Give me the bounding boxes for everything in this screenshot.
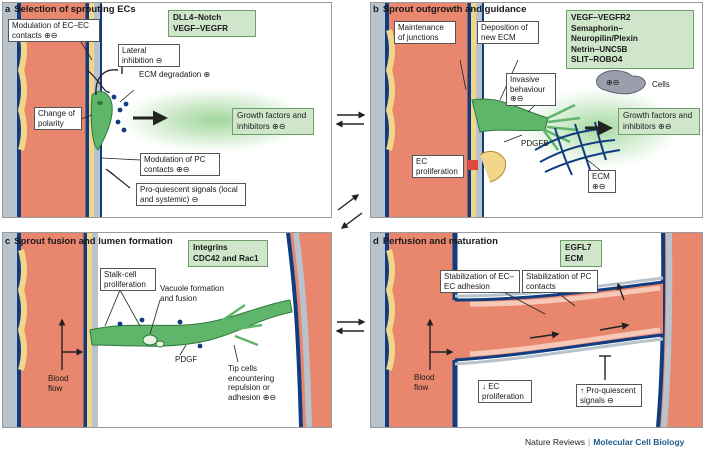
panel-d-signal-2: ECM — [565, 253, 584, 263]
label-growth-factors-a: Growth factors and inhibitors ⊕⊖ — [232, 108, 314, 135]
panel-c-signals: Integrins CDC42 and Rac1 — [188, 240, 268, 267]
transition-arrows — [335, 111, 366, 335]
footer-journal: Molecular Cell Biology — [593, 437, 685, 447]
panel-c-letter: c — [5, 236, 11, 247]
panel-a-signal-1: DLL4–Notch — [173, 13, 222, 22]
panel-a-signals: DLL4–Notch VEGF–VEGFR — [168, 10, 256, 37]
label-ecm-degradation: ECM degradation ⊕ — [139, 70, 211, 79]
label-pdgf: PDGF — [175, 355, 198, 364]
label-ec-proliferation-d: ↓ EC proliferation — [478, 380, 532, 403]
label-stab-ec: Stabilization of EC–EC adhesion — [440, 270, 520, 293]
label-change-polarity: Change of polarity — [34, 107, 82, 130]
panel-d-signals: EGFL7 ECM — [560, 240, 602, 267]
panel-b-signals: VEGF–VEGFR2 Semaphorin–Neuropilin/Plexin… — [566, 10, 694, 69]
label-blood-flow-d: Blood flow — [414, 373, 435, 392]
footer-credit: Nature Reviews|Molecular Cell Biology — [525, 437, 684, 447]
panel-a-vessel — [3, 3, 310, 217]
panel-b-signal-4: SLIT–ROBO4 — [571, 55, 623, 64]
panel-a-signal-2: VEGF–VEGFR — [173, 23, 229, 33]
panel-c-heading: Sprout fusion and lumen formation — [14, 236, 173, 247]
panel-a-heading: Selection of sprouting ECs — [14, 4, 136, 15]
panel-c-vessels — [3, 233, 331, 427]
label-lateral-inhibition: Lateral inhibition ⊖ — [118, 44, 180, 67]
footer-publisher: Nature Reviews — [525, 437, 585, 447]
label-deposition: Deposition of new ECM — [477, 21, 539, 44]
panel-b-signal-2: Semaphorin–Neuropilin/Plexin — [571, 23, 638, 44]
panel-a-letter: a — [5, 4, 11, 15]
label-stab-pc: Stabilization of PC contacts — [522, 270, 598, 293]
label-ecm-b: ECM ⊕⊖ — [588, 170, 616, 193]
panel-b-signal-3: Netrin–UNC5B — [571, 44, 628, 54]
panel-d-signal-1: EGFL7 — [565, 243, 592, 252]
label-ec-proliferation-b: EC proliferation — [412, 155, 464, 178]
panel-c-signal-2: CDC42 and Rac1 — [193, 253, 259, 263]
label-pro-quiescent-d: ↑ Pro-quiescent signals ⊖ — [576, 384, 642, 407]
label-blood-flow-c: Blood flow — [48, 374, 69, 393]
label-invasive: Invasive behaviour ⊕⊖ — [506, 73, 556, 106]
panel-d-vessels — [371, 233, 702, 427]
label-modulation-pc: Modulation of PC contacts ⊕⊖ — [140, 153, 220, 176]
label-growth-factors-b: Growth factors and inhibitors ⊕⊖ — [618, 108, 700, 135]
label-tip-cells: Tip cells encountering repulsion or adhe… — [228, 364, 277, 402]
label-pdgfb: PDGFB — [521, 139, 549, 148]
panel-b-heading: Sprout outgrowth and guidance — [382, 4, 527, 15]
panel-d-letter: d — [373, 236, 379, 247]
panel-d-heading: Perfusion and maturation — [382, 236, 498, 247]
label-vacuole: Vacuole formation and fusion — [160, 284, 224, 303]
label-cells-pm: ⊕⊖ — [606, 78, 620, 87]
footer-divider: | — [588, 437, 591, 447]
label-pro-quiescent-a: Pro-quiescent signals (local and systemi… — [136, 183, 246, 206]
panel-b-letter: b — [373, 4, 379, 15]
panel-c-signal-1: Integrins — [193, 243, 228, 252]
label-maintenance: Maintenance of junctions — [394, 21, 456, 44]
label-stalk-cell: Stalk-cell proliferation — [100, 268, 156, 291]
label-cells: Cells — [652, 80, 670, 89]
label-modulation-ec: Modulation of EC–EC contacts ⊕⊖ — [8, 19, 100, 42]
panel-b-signal-1: VEGF–VEGFR2 — [571, 13, 631, 22]
